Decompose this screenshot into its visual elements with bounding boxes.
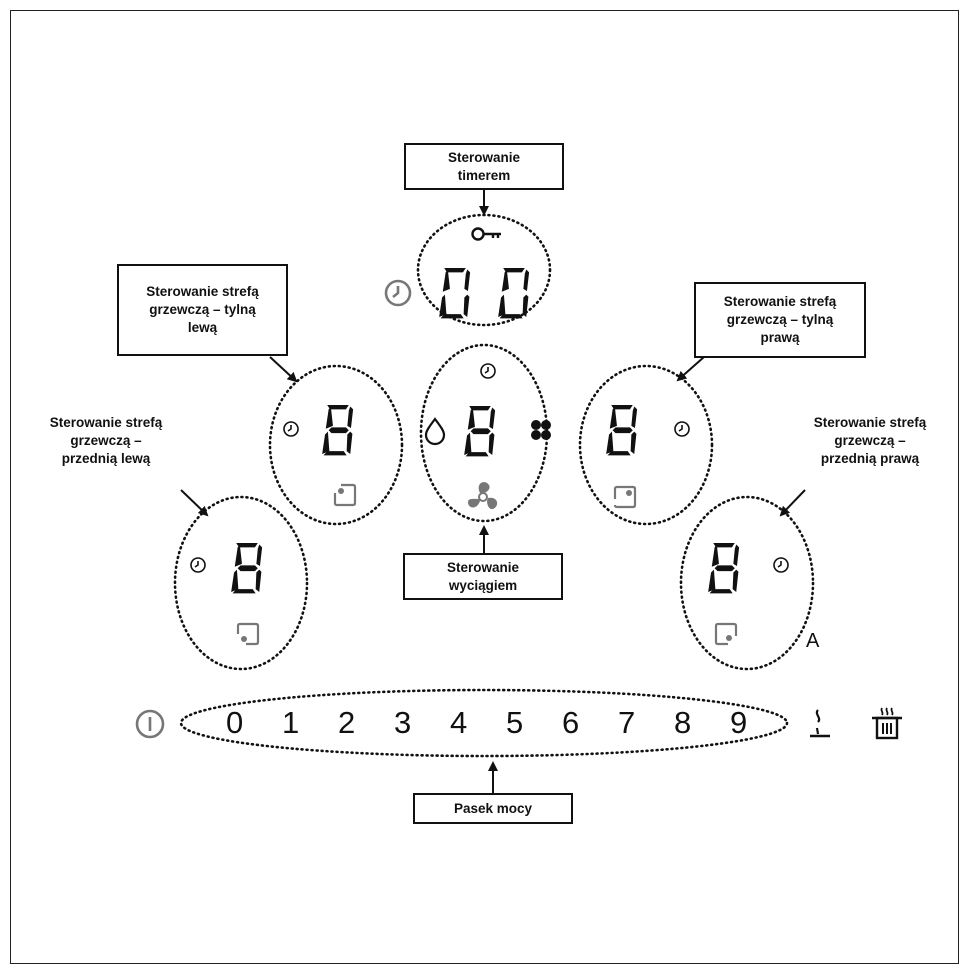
front-right-clock-icon[interactable] bbox=[773, 557, 789, 573]
rear-left-clock-icon[interactable] bbox=[283, 421, 299, 437]
power-bar-zone bbox=[179, 688, 789, 758]
hood-callout-line-1: Sterowanie bbox=[446, 559, 520, 575]
power-level-6[interactable]: 6 bbox=[562, 705, 580, 740]
rear-right-zone-indicator-icon bbox=[613, 485, 637, 509]
front-left-label-line-3: przednią lewą bbox=[61, 451, 151, 466]
rear-left-zone-indicator-icon bbox=[333, 483, 357, 507]
rear-right-clock-icon[interactable] bbox=[674, 421, 690, 437]
front-left-label-line-1: Sterowanie strefą bbox=[49, 415, 163, 430]
diagram-frame bbox=[10, 10, 959, 964]
power-icon[interactable] bbox=[135, 709, 165, 739]
front-left-zone bbox=[173, 495, 309, 671]
rear-right-arrow bbox=[676, 356, 705, 382]
power-level-0[interactable]: 0 bbox=[226, 705, 244, 740]
key-lock-icon[interactable] bbox=[471, 227, 502, 241]
front-right-label: Sterowanie strefą grzewczą – przednią praw… bbox=[786, 414, 954, 468]
pot-icon[interactable] bbox=[872, 707, 902, 740]
hood-clock-icon[interactable] bbox=[480, 363, 496, 379]
rear-right-digit bbox=[606, 405, 638, 456]
hood-digit bbox=[464, 406, 496, 457]
rear-left-callout-line-3: lewą bbox=[187, 320, 218, 335]
rear-right-zone bbox=[578, 364, 714, 526]
power-level-8[interactable]: 8 bbox=[674, 705, 692, 740]
rear-left-arrow bbox=[269, 356, 298, 383]
front-right-zone bbox=[679, 495, 815, 671]
power-level-2[interactable]: 2 bbox=[338, 705, 356, 740]
power-level-5[interactable]: 5 bbox=[506, 705, 524, 740]
front-left-digit bbox=[231, 543, 263, 594]
front-left-label-line-2: grzewczą – bbox=[70, 433, 142, 448]
fan-icon[interactable] bbox=[468, 482, 498, 510]
front-right-label-line-2: grzewczą – bbox=[834, 433, 906, 448]
rear-left-digit bbox=[322, 405, 354, 456]
rear-left-callout-line-2: grzewczą – tylną bbox=[149, 302, 256, 317]
hood-callout: Sterowanie wyciągiem bbox=[403, 553, 563, 600]
timer-callout: Sterowanie timerem bbox=[404, 143, 564, 190]
drop-icon[interactable] bbox=[424, 417, 446, 446]
timer-clock-icon[interactable] bbox=[384, 279, 412, 307]
power-level-4[interactable]: 4 bbox=[450, 705, 468, 740]
power-level-9[interactable]: 9 bbox=[730, 705, 748, 740]
timer-digit-1 bbox=[439, 268, 471, 319]
hood-callout-line-2: wyciągiem bbox=[448, 577, 518, 593]
power-bar-callout: Pasek mocy bbox=[413, 793, 573, 824]
front-right-arrow bbox=[779, 489, 806, 517]
rear-left-callout-line-1: Sterowanie strefą bbox=[146, 284, 259, 299]
timer-callout-line-2: timerem bbox=[457, 167, 511, 183]
keep-warm-icon[interactable] bbox=[810, 709, 830, 738]
power-level-1[interactable]: 1 bbox=[282, 705, 300, 740]
power-bar-callout-text: Pasek mocy bbox=[453, 800, 533, 816]
rear-right-callout-line-1: Sterowanie strefą bbox=[723, 294, 837, 309]
boost-icon[interactable] bbox=[531, 420, 551, 440]
timer-digit-2 bbox=[498, 268, 530, 319]
front-right-label-line-1: Sterowanie strefą bbox=[813, 415, 927, 430]
front-left-zone-indicator-icon bbox=[236, 622, 260, 646]
front-left-label: Sterowanie strefą grzewczą – przednią lewą bbox=[22, 414, 190, 468]
auto-mode-letter: A bbox=[806, 630, 820, 652]
timer-callout-line-1: Sterowanie bbox=[447, 149, 521, 165]
rear-left-callout: Sterowanie strefą grzewczą – tylną lewą bbox=[117, 264, 288, 356]
rear-right-callout-line-3: prawą bbox=[760, 330, 800, 345]
front-left-arrow bbox=[180, 489, 209, 517]
power-level-3[interactable]: 3 bbox=[394, 705, 412, 740]
front-right-zone-indicator-icon bbox=[714, 622, 738, 646]
power-level-7[interactable]: 7 bbox=[618, 705, 636, 740]
front-right-label-line-3: przednią prawą bbox=[820, 451, 920, 466]
rear-right-callout-line-2: grzewczą – tylną bbox=[726, 312, 834, 327]
rear-right-callout: Sterowanie strefą grzewczą – tylną prawą bbox=[694, 282, 866, 358]
front-right-digit bbox=[708, 543, 740, 594]
rear-left-zone bbox=[268, 364, 404, 526]
front-left-clock-icon[interactable] bbox=[190, 557, 206, 573]
